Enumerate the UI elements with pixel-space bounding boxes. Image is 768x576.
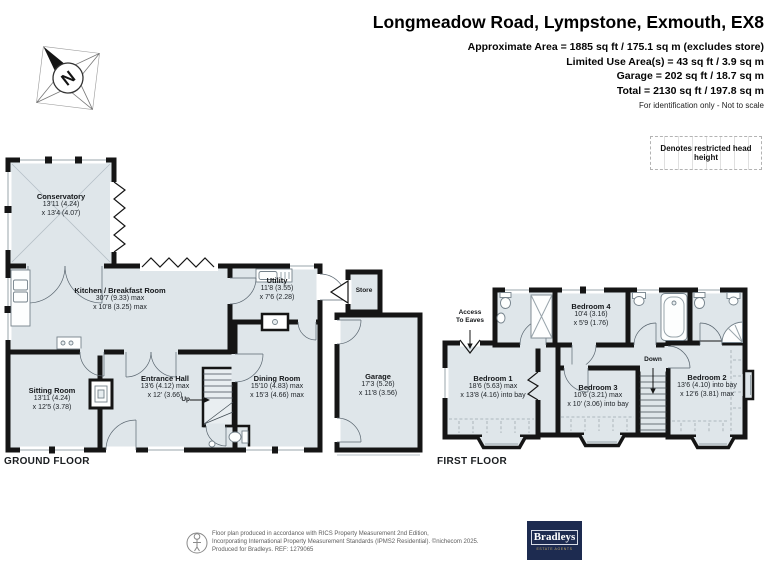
store-room [345,269,383,315]
room-label-sitting: Sitting Room 13'11 (4.24) x 12'5 (3.78) [28,386,76,411]
ground-floor-label: GROUND FLOOR [4,456,90,467]
access-to-eaves-label: Access To Eaves [455,309,485,324]
wc-basin [208,440,216,448]
room-label-bedroom2: Bedroom 2 13'6 (4.10) into bay x 12'6 (3… [677,373,737,398]
room-label-kitchen: Kitchen / Breakfast Room 30'7 (9.33) max… [74,286,166,311]
room-label-utility: Utility 11'8 (3.55) x 7'6 (2.28) [259,276,295,301]
bradleys-logo: Bradleys ESTATE AGENTS [527,521,582,560]
stairs-up [201,366,235,428]
total-area: Total = 2130 sq ft / 197.8 sq m [616,84,764,97]
room-label-entrance-hall: Entrance Hall 13'6 (4.12) max x 12' (3.6… [140,374,190,399]
limited-use-area: Limited Use Area(s) = 43 sq ft / 3.9 sq … [566,55,764,68]
restricted-head-height-legend: Denotes restricted head height [650,136,762,170]
garage-area: Garage = 202 sq ft / 18.7 sq m [616,70,764,82]
legend-text: Denotes restricted head height [660,143,752,163]
approximate-area: Approximate Area = 1885 sq ft / 175.1 sq… [467,41,764,53]
logo-name: Bradleys [530,530,579,546]
room-label-bedroom4: Bedroom 4 10'4 (3.16) x 5'9 (1.76) [571,302,611,327]
bedroom3-room [555,365,641,438]
down-label: Down [644,356,662,363]
bathtub [660,293,688,341]
up-arrow [204,397,210,403]
first-floor-label: FIRST FLOOR [437,456,507,467]
logo-tagline: ESTATE AGENTS [536,546,573,551]
ensuite-basin [496,312,506,324]
showerroom-basin [728,296,739,306]
ground-floor-plan [4,156,423,456]
person-icon [186,532,208,554]
disclaimer: Floor plan produced in accordance with R… [212,531,479,553]
room-label-garage: Garage 17'3 (5.26) x 11'8 (3.56) [358,372,398,397]
room-label-dining: Dining Room 15'10 (4.83) max x 15'3 (4.6… [250,374,304,399]
identification-note: For identification only - Not to scale [639,101,764,110]
ensuite-toilet [500,297,511,309]
wc-toilet [228,431,242,443]
room-label-bedroom1: Bedroom 1 18'6 (5.63) max x 13'8 (4.16) … [460,374,526,399]
room-label-bedroom3: Bedroom 3 10'6 (3.21) max x 10' (3.06) i… [567,383,629,408]
kitchen-sink [13,279,28,291]
showerroom-toilet [694,297,705,309]
room-label-conservatory: Conservatory 13'11 (4.24) x 13'4 (4.07) [36,192,86,217]
sitting-room [5,349,103,453]
compass-icon: N [36,46,100,110]
first-floor-plan [441,286,755,450]
bathroom-basin [633,296,645,306]
store-door [329,279,349,305]
page-title: Longmeadow Road, Lympstone, Exmouth, EX8 [372,12,764,32]
area-summary: Approximate Area = 1885 sq ft / 175.1 sq… [468,40,764,98]
garage-room [334,312,423,453]
room-label-store: Store [355,287,373,294]
access-eaves-arrow [467,343,473,349]
up-label: Up [181,396,190,403]
down-arrow [650,388,656,394]
